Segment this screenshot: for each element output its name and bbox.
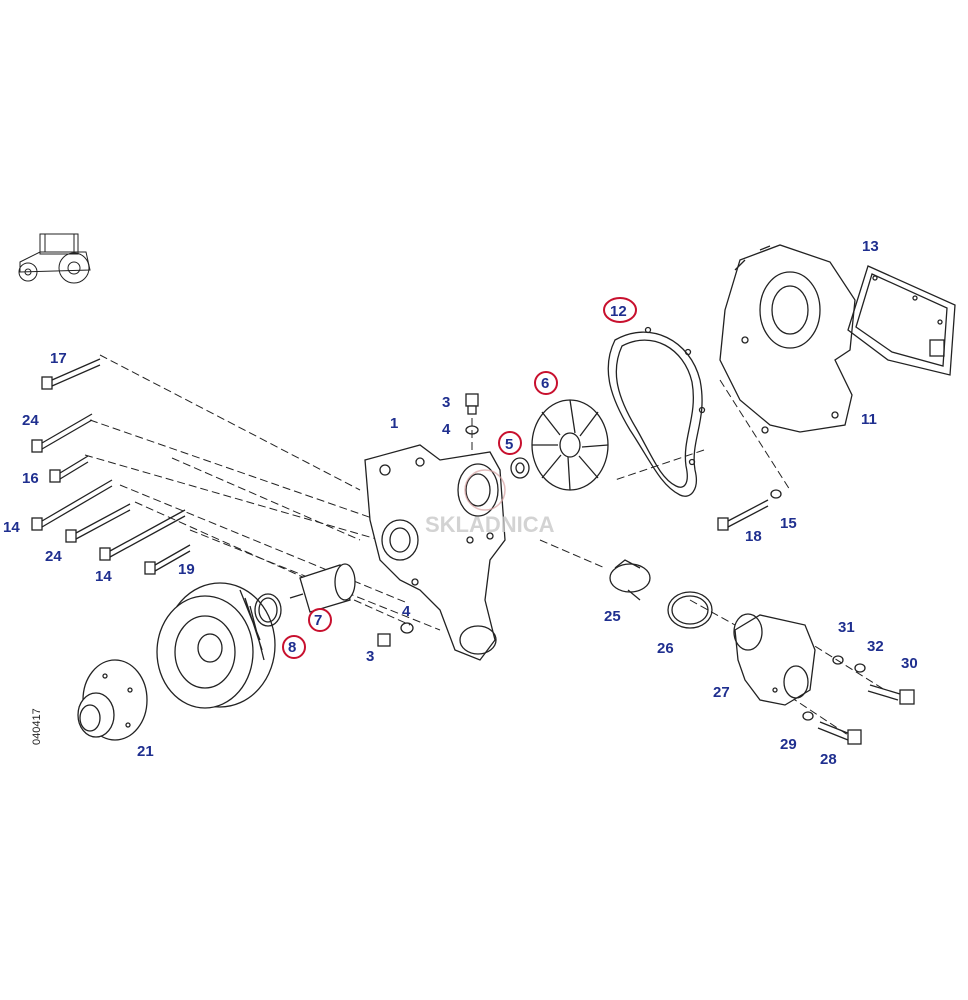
label-4-bottom: 4 <box>402 603 411 620</box>
bolt-24a <box>31 413 93 453</box>
housing-27 <box>733 613 816 706</box>
label-3-bottom: 3 <box>366 648 374 665</box>
label-28: 28 <box>820 751 837 768</box>
label-14-b: 14 <box>95 568 112 585</box>
thermostat-25 <box>609 559 651 601</box>
impeller-6 <box>531 399 609 491</box>
label-14-a: 14 <box>3 519 20 536</box>
part-labels: 1 3 4 5 6 7 8 4 3 11 12 13 17 24 16 14 2… <box>3 238 918 768</box>
highlight-6 <box>534 371 558 395</box>
label-15: 15 <box>780 515 797 532</box>
label-30: 30 <box>901 655 918 672</box>
label-8: 8 <box>288 639 296 656</box>
label-21: 21 <box>137 743 154 760</box>
highlight-7 <box>308 608 332 632</box>
label-17: 17 <box>50 350 67 367</box>
highlight-8 <box>282 635 306 659</box>
tractor-icon <box>18 233 91 284</box>
bolt-19 <box>144 544 191 575</box>
document-id: 040417 <box>31 708 43 745</box>
label-3-top: 3 <box>442 394 450 411</box>
label-29: 29 <box>780 736 797 753</box>
label-18: 18 <box>745 528 762 545</box>
bolt-17 <box>41 358 101 390</box>
watermark-text: SKLADNICA <box>425 512 555 537</box>
label-11: 11 <box>861 411 877 428</box>
bolt-24b <box>65 503 131 543</box>
gasket-12 <box>607 326 706 497</box>
bearing-7 <box>289 563 356 613</box>
plug-3-top <box>465 393 479 435</box>
o-ring-26 <box>667 591 713 629</box>
watermark: SKLADNICA <box>425 469 555 537</box>
label-19: 19 <box>178 561 195 578</box>
seal-5 <box>510 457 530 479</box>
pump-housing-1 <box>364 444 506 661</box>
label-12: 12 <box>610 303 627 320</box>
bolt-30 <box>832 655 915 705</box>
cover-11 <box>719 244 856 434</box>
label-31: 31 <box>838 619 855 636</box>
label-25: 25 <box>604 608 621 625</box>
bolt-28 <box>802 711 862 745</box>
gasket-13 <box>847 265 956 376</box>
hub-21 <box>77 659 148 741</box>
label-7: 7 <box>314 612 322 629</box>
pulley <box>156 582 276 709</box>
label-6: 6 <box>541 375 549 392</box>
label-24-b: 24 <box>45 548 62 565</box>
o-ring-8 <box>254 593 282 627</box>
bolt-18 <box>717 489 782 531</box>
label-13: 13 <box>862 238 879 255</box>
plug-3-bottom <box>377 622 414 647</box>
bolt-14b <box>99 509 186 561</box>
bolt-16 <box>49 455 89 483</box>
label-26: 26 <box>657 640 674 657</box>
highlight-12 <box>603 297 637 323</box>
label-16: 16 <box>22 470 39 487</box>
label-27: 27 <box>713 684 730 701</box>
label-1: 1 <box>390 415 398 432</box>
label-4-top: 4 <box>442 421 451 438</box>
label-32: 32 <box>867 638 884 655</box>
highlight-rings <box>282 297 637 659</box>
label-5: 5 <box>505 436 513 453</box>
bolt-14a <box>31 479 113 531</box>
highlight-5 <box>498 431 522 455</box>
label-24-a: 24 <box>22 412 39 429</box>
